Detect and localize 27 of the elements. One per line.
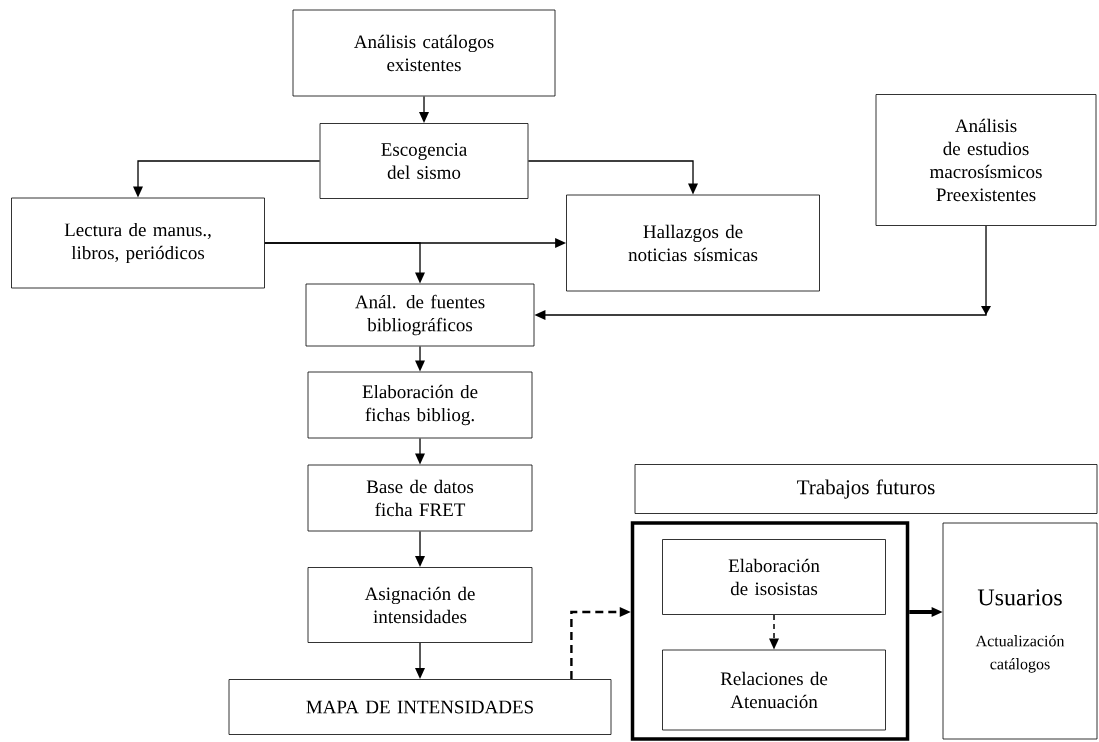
process-box: Relaciones de Atenuación: [662, 649, 886, 731]
process-box: MAPA DE INTENSIDADES: [228, 679, 612, 735]
arrow: [133, 160, 321, 198]
arrow: [415, 642, 425, 680]
heading-band: Trabajos futuros: [634, 464, 1098, 514]
arrow: [415, 530, 425, 568]
result-box: Usuarios Actualización catálogos: [942, 522, 1098, 740]
arrow: [909, 607, 943, 617]
process-box: Elaboración de isosistas: [662, 539, 886, 615]
arrow: [419, 95, 429, 124]
process-box: Análisis catálogos existentes: [292, 9, 556, 97]
process-box: Análisis de estudios macrosísmicos Preexistentes: [875, 94, 1097, 226]
process-box: Elaboración de fichas bibliog.: [307, 371, 533, 439]
process-box: Asignación de intensidades: [307, 567, 533, 643]
group-frame: [630, 521, 910, 741]
arrow: [415, 437, 425, 465]
arrow: [415, 345, 425, 372]
arrow: [534, 225, 991, 320]
process-box: Lectura de manus., libros, periódicos: [11, 197, 265, 289]
arrow: [527, 160, 698, 195]
process-box: Base de datos ficha FRET: [307, 464, 533, 532]
arrow: [264, 242, 425, 284]
process-box: Anál. de fuentes bibliográficos: [305, 283, 535, 347]
process-box: Hallazgos de noticias sísmicas: [566, 194, 820, 292]
process-box: Escogencia del sismo: [319, 123, 529, 199]
dashed-arrow: [769, 614, 779, 650]
dashed-arrow: [570, 607, 631, 680]
